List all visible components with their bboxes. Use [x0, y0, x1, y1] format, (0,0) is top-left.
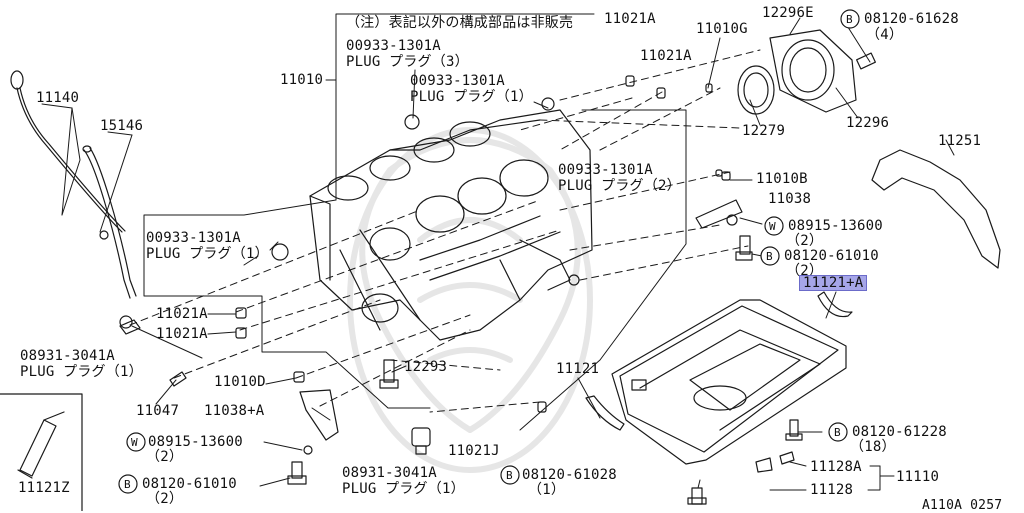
callout-12296[interactable]: 12296 — [846, 115, 890, 131]
bolt-marker-61628: B — [846, 13, 853, 26]
bolt-marker-61228: B — [834, 426, 841, 439]
callout-11251[interactable]: 11251 — [938, 133, 982, 149]
callout-11038[interactable]: 11038 — [768, 191, 812, 207]
callout-plug-e-number[interactable]: 08931-3041A — [20, 348, 115, 364]
dipstick-tube-15146 — [82, 145, 137, 299]
note-non-sale-parts: （注）表記以外の構成部品は非販売 — [346, 15, 574, 31]
bolt-marker-61010b: B — [124, 478, 131, 491]
callout-11021a-left-2[interactable]: 11021A — [156, 326, 208, 342]
bolt-marker-61028: B — [506, 469, 513, 482]
callout-plug-c-number[interactable]: 00933-1301A — [558, 162, 653, 178]
small-plugs-and-pins — [119, 75, 731, 413]
washer-marker-13600b: W — [131, 436, 138, 449]
callout-08120-61010-right[interactable]: 08120-61010 — [784, 248, 879, 264]
callout-12293[interactable]: 12293 — [404, 359, 448, 375]
callout-plug-b-text: PLUG プラグ（1） — [410, 89, 533, 105]
callout-08915-13600-right-qty: （2） — [786, 233, 824, 249]
callout-11038-a[interactable]: 11038+A — [204, 403, 265, 419]
callout-08120-61010-right-qty: （2） — [786, 263, 824, 279]
callout-08120-61028-qty: （1） — [528, 482, 566, 498]
cylinder-block — [271, 97, 593, 341]
callout-11128[interactable]: 11128 — [810, 482, 854, 498]
callout-plug-c-text: PLUG プラグ（2） — [558, 178, 681, 194]
callout-08120-61228-qty: （18） — [850, 439, 896, 455]
callout-11021a-left-1[interactable]: 11021A — [156, 306, 208, 322]
oil-pan-11110 — [611, 299, 847, 465]
callout-08120-61028[interactable]: 08120-61028 — [522, 467, 617, 483]
callout-08915-13600-right[interactable]: 08915-13600 — [788, 218, 883, 234]
callout-11010[interactable]: 11010 — [280, 72, 324, 88]
callout-11047[interactable]: 11047 — [136, 403, 180, 419]
callout-08120-61628-qty: （4） — [866, 27, 904, 43]
callout-11128a[interactable]: 11128A — [810, 459, 862, 475]
callout-11021j[interactable]: 11021J — [448, 443, 500, 459]
bolt-marker-61010a: B — [766, 250, 773, 263]
oil-seal-retainer-12296 — [737, 29, 876, 115]
callout-11010b[interactable]: 11010B — [756, 171, 808, 187]
gasket-11121 — [585, 395, 625, 431]
drain-plug — [411, 427, 431, 455]
bolts-lower — [287, 419, 803, 505]
callout-12296e[interactable]: 12296E — [762, 5, 814, 21]
baffle-plate-11251 — [871, 149, 1001, 269]
callout-11121z[interactable]: 11121Z — [18, 480, 70, 496]
callout-11021a-top-2[interactable]: 11021A — [640, 48, 692, 64]
sealant-inset — [0, 393, 83, 511]
gasket-11121-a — [817, 291, 853, 318]
callout-plug-a-number[interactable]: 00933-1301A — [346, 38, 441, 54]
callout-11110[interactable]: 11110 — [896, 469, 940, 485]
callout-11140[interactable]: 11140 — [36, 90, 80, 106]
callout-08915-13600-left[interactable]: 08915-13600 — [148, 434, 243, 450]
bracket-11038-a — [299, 389, 339, 441]
callout-plug-f-text: PLUG プラグ（1） — [342, 481, 465, 497]
bolt-washer-markers — [118, 9, 860, 494]
callout-11121-a-selected[interactable]: 11121+A — [798, 275, 868, 291]
callout-08120-61628[interactable]: 08120-61628 — [864, 11, 959, 27]
callout-11121[interactable]: 11121 — [556, 361, 600, 377]
bracket-11038 — [695, 199, 753, 261]
callout-11010d[interactable]: 11010D — [214, 374, 266, 390]
callout-08120-61010-left-qty: （2） — [146, 491, 184, 507]
leader-lines — [41, 13, 955, 491]
callout-plug-e-text: PLUG プラグ（1） — [20, 364, 143, 380]
callout-11021a-top-1[interactable]: 11021A — [604, 11, 656, 27]
diagram-code: A110A 0257 — [922, 498, 1003, 513]
callout-08120-61010-left[interactable]: 08120-61010 — [142, 476, 237, 492]
callout-plug-d-text: PLUG プラグ（1） — [146, 246, 269, 262]
callout-15146[interactable]: 15146 — [100, 118, 144, 134]
callout-12279[interactable]: 12279 — [742, 123, 786, 139]
callout-plug-d-number[interactable]: 00933-1301A — [146, 230, 241, 246]
callout-11010g[interactable]: 11010G — [696, 21, 748, 37]
callout-plug-f-number[interactable]: 08931-3041A — [342, 465, 437, 481]
oil-dipstick-11140 — [10, 70, 126, 233]
callout-08915-13600-left-qty: （2） — [146, 449, 184, 465]
callout-08120-61228[interactable]: 08120-61228 — [852, 424, 947, 440]
washer-marker-13600a: W — [769, 220, 776, 233]
bolt-12293 — [379, 359, 399, 389]
callout-plug-b-number[interactable]: 00933-1301A — [410, 73, 505, 89]
callout-plug-a-text: PLUG プラグ（3） — [346, 54, 469, 70]
